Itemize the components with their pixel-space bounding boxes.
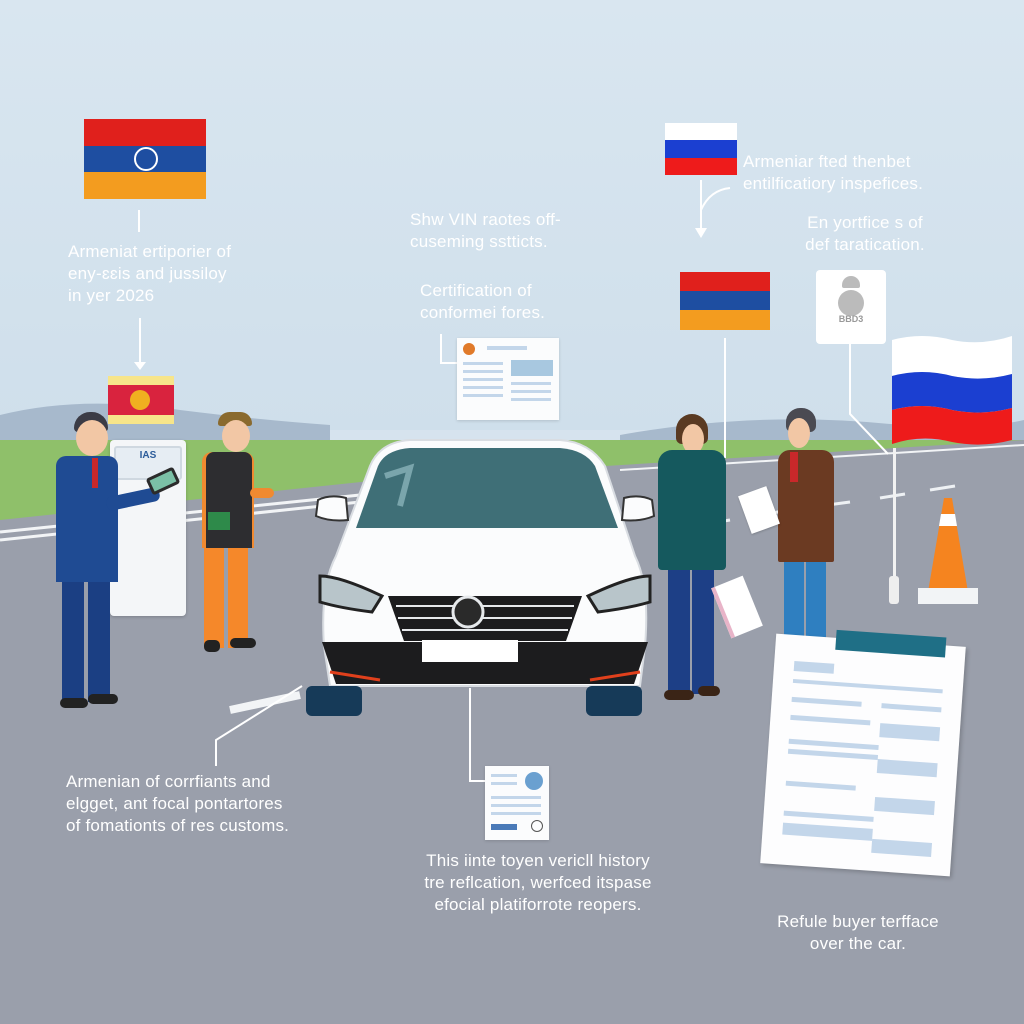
armenia-flag-icon	[84, 119, 206, 199]
caption-certification: Certification of conformеi fores.	[420, 281, 546, 322]
inspector-robot-icon: BBD3	[816, 270, 886, 344]
registration-form-icon[interactable]	[760, 629, 966, 877]
connector-line	[215, 685, 303, 766]
pole-base	[889, 576, 899, 604]
connector-line	[440, 362, 458, 364]
traffic-cone-icon	[918, 498, 978, 604]
man-in-teal-jacket	[656, 414, 736, 704]
armenia-flag-icon	[680, 272, 770, 330]
connector-arrow	[139, 318, 141, 368]
connector-line	[724, 338, 726, 458]
vehicle-history-document-icon[interactable]	[485, 766, 549, 840]
connector-line	[469, 780, 485, 782]
certificate-document-icon[interactable]	[457, 338, 559, 420]
connector-line	[849, 344, 889, 455]
caption-vin-check: Shw VIN raotes off- cusеming sstticts.	[410, 210, 561, 251]
connector-line	[469, 688, 471, 782]
emblem-icon	[134, 147, 158, 171]
white-sedan-car[interactable]	[300, 436, 670, 721]
arrow-down-icon	[134, 362, 146, 370]
connector-line	[138, 210, 140, 232]
caption-customs-compliance: Armenian of corrfiants and elgget, ant f…	[66, 772, 290, 835]
russia-flag-icon	[665, 123, 737, 175]
russia-flag-waving-icon	[892, 336, 1012, 445]
official-with-scanner	[56, 412, 181, 712]
caption-top-left: Armeniat ertiporier of eny-ɛɛis and juss…	[68, 242, 232, 305]
yellow-red-emblem-flag-icon	[108, 376, 174, 424]
caption-identification: Armeniar fted thenbet entilficatiory ins…	[743, 152, 923, 193]
connector-arrow	[695, 180, 731, 238]
caption-buyer-interface: Refule buyer terfface over the car.	[777, 912, 939, 953]
caption-declaration: En yortfice s of def taratication.	[805, 213, 925, 254]
connector-line	[440, 334, 442, 364]
caption-history-verification: This iinte toyen vericll history tre ref…	[424, 851, 652, 914]
marker-pole	[893, 448, 896, 578]
worker-in-vest	[200, 412, 280, 652]
